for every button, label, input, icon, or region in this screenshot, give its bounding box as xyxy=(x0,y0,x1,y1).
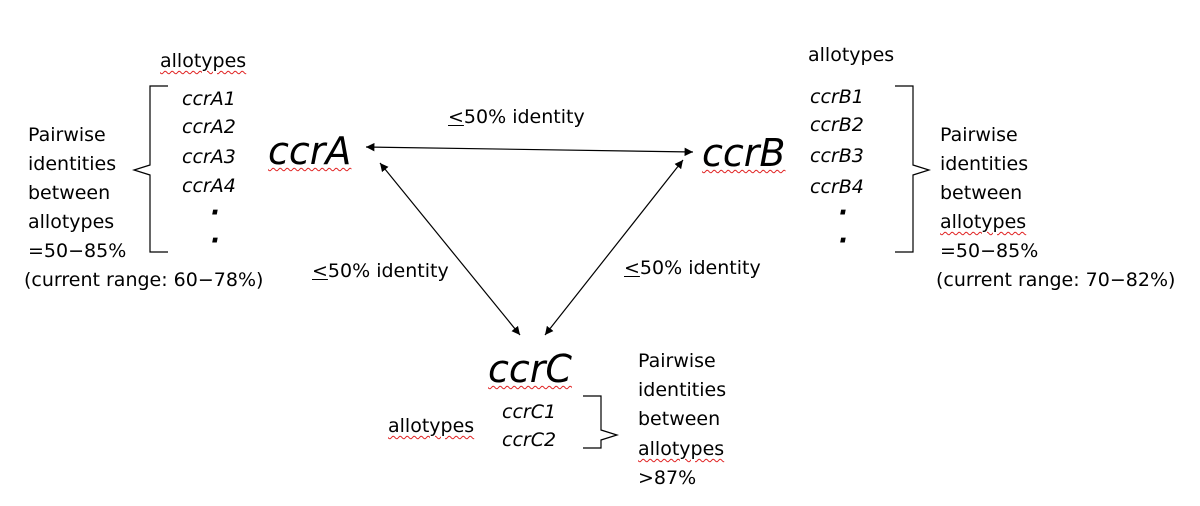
edge-label-ccrB-ccrC: <50% identity xyxy=(624,257,761,279)
ccrB-pairwise-line-1: Pairwise xyxy=(940,124,1018,146)
arrow-ccrA-ccrC xyxy=(379,162,521,336)
edge-label-ccrA-ccrB: <50% identity xyxy=(448,106,585,128)
ccrB-gene-label: ccrB xyxy=(702,131,786,175)
ccrC-pairwise-line-5: >87% xyxy=(638,467,697,489)
ccrA-allotype-4: ccrA4 xyxy=(182,175,236,197)
ccrB-pairwise-line-3: between xyxy=(940,182,1023,204)
ccrA-allotype-2: ccrA2 xyxy=(182,116,236,138)
ccrA-ellipsis-dot-2: · xyxy=(210,226,220,256)
ccrB-ellipsis-dot-1: · xyxy=(838,198,848,228)
ccrC-allotype-1: ccrC1 xyxy=(502,401,557,423)
ccrB-allotype-4: ccrB4 xyxy=(810,176,864,198)
arrow-ccrA-ccrB xyxy=(365,142,694,157)
ccrC-gene-label: ccrC xyxy=(488,347,572,391)
ccrB-allotype-2: ccrB2 xyxy=(810,114,864,136)
ccrB-pairwise-line-4: allotypes xyxy=(940,211,1027,233)
ccrA-pairwise-line-5: =50−85% xyxy=(28,240,127,262)
edge-label-ccrA-ccrC: <50% identity xyxy=(312,260,449,282)
ccrA-ellipsis-dot-1: · xyxy=(210,198,220,228)
ccrA-pairwise-line-3: between xyxy=(28,182,111,204)
ccrA-pairwise-line-4: allotypes xyxy=(28,211,115,233)
ccrA-allotype-1: ccrA1 xyxy=(182,88,236,110)
ccrB-allotype-3: ccrB3 xyxy=(810,145,864,167)
ccrB-allotype-bracket xyxy=(895,85,932,253)
ccrC-allotype-2: ccrC2 xyxy=(502,429,557,451)
ccrB-ellipsis-dot-2: · xyxy=(838,226,848,256)
ccrC-pairwise-line-1: Pairwise xyxy=(638,350,716,372)
ccrA-allotype-3: ccrA3 xyxy=(182,146,236,168)
ccrA-gene-label: ccrA xyxy=(268,129,352,173)
ccrB-pairwise-line-2: identities xyxy=(940,153,1029,175)
ccrB-allotype-1: ccrB1 xyxy=(810,86,864,108)
ccrA-pairwise-line-1: Pairwise xyxy=(28,124,106,146)
ccrC-pairwise-line-4: allotypes xyxy=(638,438,725,460)
ccrB-pairwise-line-5: =50−85% xyxy=(940,240,1039,262)
ccrA-allotypes-label: allotypes xyxy=(160,50,247,72)
ccrC-allotypes-label: allotypes xyxy=(388,415,475,437)
ccrA-allotype-bracket xyxy=(131,85,168,253)
ccrC-pairwise-line-2: identities xyxy=(638,379,727,401)
ccrB-pairwise-line-6: (current range: 70−82%) xyxy=(936,269,1176,291)
ccrC-pairwise-line-3: between xyxy=(638,408,721,430)
arrow-ccrB-ccrC xyxy=(544,159,684,336)
ccrA-pairwise-line-2: identities xyxy=(28,153,117,175)
ccrB-allotypes-label: allotypes xyxy=(808,44,895,66)
ccrC-allotype-bracket xyxy=(583,395,620,449)
ccrA-pairwise-line-6: (current range: 60−78%) xyxy=(24,269,264,291)
